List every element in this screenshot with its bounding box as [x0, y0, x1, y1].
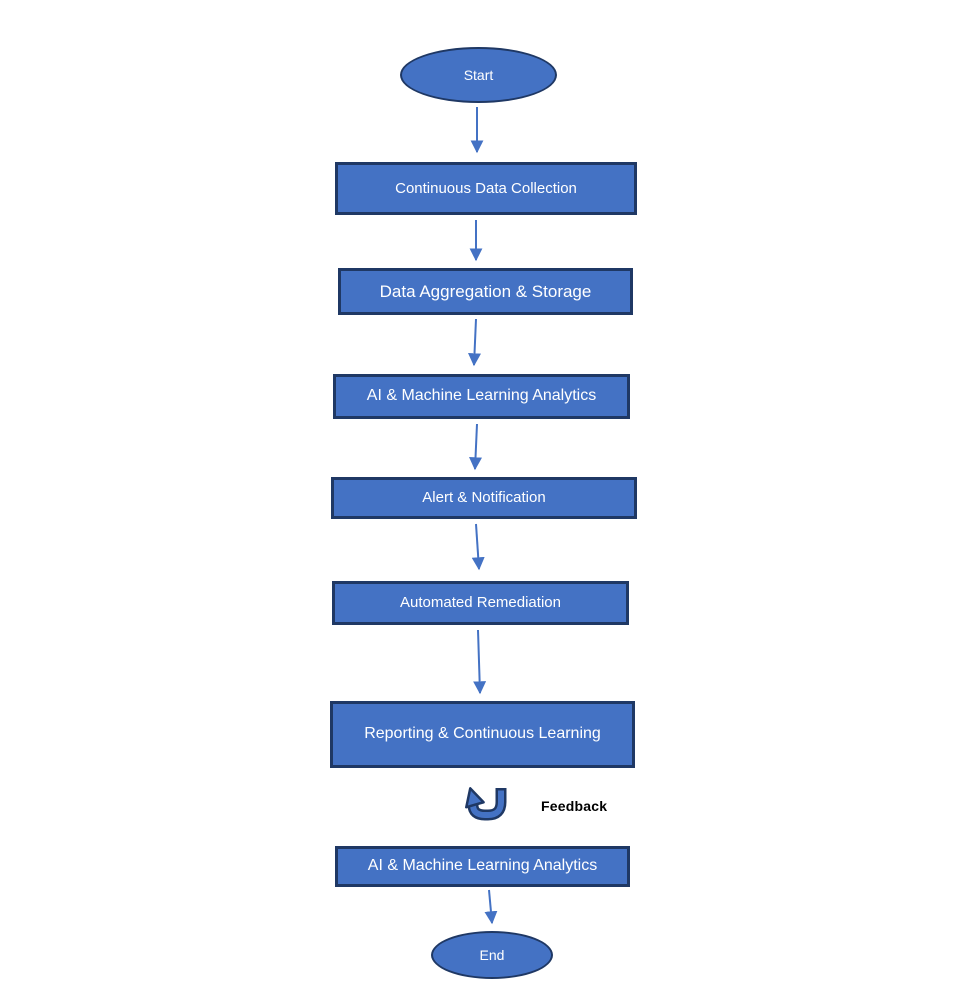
step-data-aggregation-storage: Data Aggregation & Storage: [338, 268, 633, 315]
step-ai-ml-analytics: AI & Machine Learning Analytics: [333, 374, 630, 419]
step-reporting-continuous-learning: Reporting & Continuous Learning: [330, 701, 635, 768]
arrow-step2-to-step3: [469, 423, 483, 471]
arrow-step6-to-end: [484, 889, 498, 925]
arrow-step1-to-step2: [468, 318, 482, 367]
end-node: End: [431, 931, 553, 979]
arrow-step4-to-step5: [473, 629, 487, 695]
start-node: Start: [400, 47, 557, 103]
step-alert-notification: Alert & Notification: [331, 477, 637, 519]
step-ai-ml-analytics-2: AI & Machine Learning Analytics: [335, 846, 630, 887]
feedback-loop-icon: [465, 787, 507, 821]
arrow-step3-to-step4: [471, 523, 485, 571]
step-automated-remediation: Automated Remediation: [332, 581, 629, 625]
step-continuous-data-collection: Continuous Data Collection: [335, 162, 637, 215]
feedback-label: Feedback: [541, 798, 608, 814]
